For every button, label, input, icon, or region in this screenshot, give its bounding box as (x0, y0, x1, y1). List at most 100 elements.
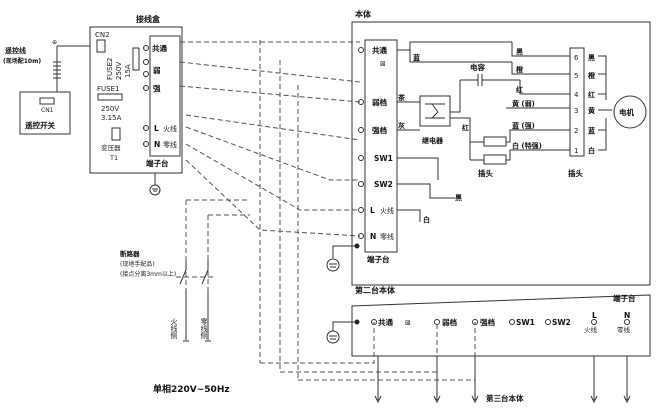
pin-6: 6 (574, 54, 579, 62)
motor-wire-6: 白 (588, 146, 595, 155)
motor-wire-4: 黄 (588, 106, 595, 115)
speed-wire-weak: 黄 (弱) (512, 99, 535, 108)
remote-switch-box[interactable] (19, 91, 71, 135)
jb-terminal-block-label: 端子台 (146, 158, 169, 168)
transformer-id: T1 (109, 154, 118, 162)
fuse1-label: FUSE1 (97, 85, 119, 93)
motor-wire-3: 红 (588, 90, 595, 99)
body-terminal-block-label: 端子台 (367, 254, 390, 264)
motor-connector (569, 47, 585, 157)
su-terminal-common: 共通 (378, 317, 393, 327)
motor-plug-label: 插头 (568, 168, 583, 178)
pin-4: 4 (574, 91, 579, 99)
cn1-label: CN1 (41, 107, 54, 114)
breaker-label: 断路器 (120, 249, 140, 258)
jb-terminal-l: L (154, 124, 159, 133)
jb-terminal-weak: 弱 (153, 65, 161, 75)
su-terminal-n: N (624, 311, 630, 320)
remote-cable-note: (现场配10m) (3, 57, 41, 65)
jb-terminal-n: N (154, 140, 160, 149)
remote-switch-label: 遥控开关 (25, 120, 55, 130)
su-terminal-sw2: SW2 (552, 318, 571, 327)
pin-5: 5 (574, 72, 578, 80)
svg-text:⊠: ⊠ (405, 319, 411, 327)
wire-gray: 灰 (398, 121, 405, 130)
wire-white: 白 (423, 215, 430, 224)
su-terminal-weak: 弱档 (442, 317, 457, 327)
pin-1: 1 (574, 147, 578, 155)
jb-terminal-strong: 强 (153, 84, 161, 93)
body-terminal-strong: 强档 (372, 125, 387, 135)
wire-red: 红 (462, 123, 469, 132)
wire-orange-top: 橙 (516, 65, 524, 74)
relay (419, 95, 451, 127)
fuse1-current: 3.15A (101, 114, 122, 122)
breaker-note1: (现地手配品) (120, 260, 155, 268)
jb-live-label: 火线 (163, 124, 177, 133)
jb-terminal-common: 共通 (152, 43, 167, 53)
plug-label: 插头 (478, 168, 493, 178)
transformer-icon (111, 127, 121, 141)
fuse2-current: 15A (124, 64, 132, 78)
relay-label: 继电器 (422, 136, 444, 145)
svg-text:⊕: ⊕ (52, 39, 57, 46)
body-terminal-strip (364, 39, 398, 253)
body-terminal-sw1: SW1 (374, 154, 393, 163)
su-n-label: 零线 (617, 325, 631, 334)
motor-icon (613, 95, 647, 129)
pin-2: 2 (574, 127, 578, 135)
jb-neutral-label: 零线 (163, 140, 177, 149)
motor-wire-5: 蓝 (588, 126, 595, 135)
body-terminal-weak: 弱档 (372, 97, 387, 107)
ground-icon (149, 184, 161, 196)
body-terminal-n: N (370, 232, 376, 241)
remote-cable-label: 遥控线 (5, 46, 26, 55)
su-terminal-strong: 强档 (480, 317, 495, 327)
junction-box: 接线盒 CN2 FUSE2 250V 15A FUSE1 250V 3.15A … (89, 14, 183, 196)
wire-black-top: 黑 (516, 47, 523, 56)
second-unit-terminal-block: 端子台 (613, 293, 636, 303)
supply-label: 单相220V~50Hz (153, 383, 230, 395)
junction-wiring (179, 40, 361, 380)
third-unit-label: 第三台本体 (486, 393, 524, 403)
junction-terminal-strip (149, 35, 181, 157)
speed-wire-strong: 蓝 (强) (512, 121, 535, 130)
su-terminal-l: L (592, 311, 597, 320)
breaker-note2: (接点分离3mm以上) (120, 270, 176, 278)
body-terminal-common: 共通 (372, 45, 387, 55)
breaker-group: 断路器 (现地手配品) (接点分离3mm以上) 火线侧 零线侧 单相220V~5… (120, 249, 230, 395)
motor-label: 电机 (619, 107, 634, 117)
plug-1 (483, 136, 507, 147)
su-l-label: 火线 (584, 325, 598, 334)
body-l-label: 火线 (380, 206, 394, 215)
motor-wire-1: 黑 (588, 53, 595, 62)
remote-switch-group: 遥控线 (现场配10m) ⊕ CN1 遥控开关 (3, 39, 90, 135)
motor-wire-2: 橙 (588, 71, 596, 80)
plug-2 (483, 154, 507, 165)
capacitor-icon (460, 74, 500, 86)
fuse1-rating: 250V (101, 105, 119, 113)
wire-blue: 蓝 (413, 53, 420, 62)
junction-box-title: 接线盒 (136, 14, 161, 24)
fuse2-rating: 250V (115, 62, 123, 80)
breaker-neutral: 零线侧 (200, 318, 208, 340)
wire-black: 黑 (455, 193, 462, 202)
wire-tea: 茶 (397, 93, 406, 102)
svg-text:⊠: ⊠ (380, 60, 386, 68)
cn2-label: CN2 (95, 31, 110, 39)
second-unit-title: 第二台本体 (355, 285, 396, 295)
body-terminal-l: L (370, 206, 375, 215)
su-terminal-sw1: SW1 (516, 318, 535, 327)
second-unit: 第二台本体 端子台 共通 ⊠ 弱档 强档 SW1 SW2 L 火线 N 零线 第… (260, 285, 651, 404)
transformer-label: 变压器 (101, 143, 121, 152)
body-title: 本体 (354, 9, 372, 19)
breaker-live: 火线侧 (170, 318, 178, 340)
main-body: 本体 共通 ⊠ 弱档 强档 SW1 SW2 L 火线 N 零线 端子台 蓝 茶 … (326, 9, 651, 286)
pin-3: 3 (574, 107, 578, 115)
body-n-label: 零线 (380, 232, 394, 241)
body-terminal-sw2: SW2 (374, 180, 393, 189)
capacitor-label: 电容 (470, 62, 485, 72)
fuse2-label: FUSE2 (106, 58, 114, 80)
speed-wire-extra: 白 (特强) (512, 141, 542, 150)
